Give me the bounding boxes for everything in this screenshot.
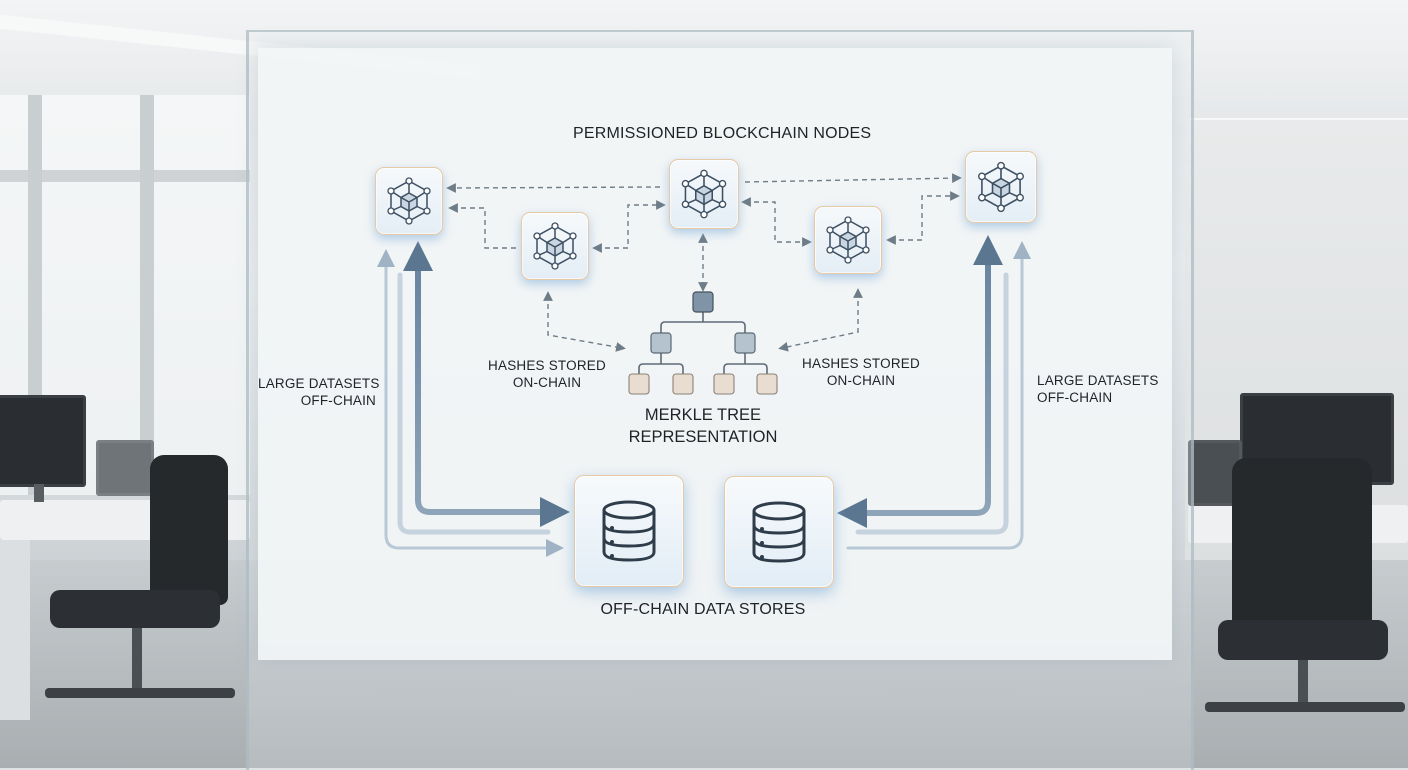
connection-arrow: [741, 197, 812, 247]
merkle-leaf: [672, 373, 694, 395]
label-line: HASHES STORED: [488, 358, 606, 373]
merkle-tree-label: MERKLE TREE REPRESENTATION: [618, 404, 788, 448]
database-icon: [752, 501, 806, 563]
diagram-title: PERMISSIONED BLOCKCHAIN NODES: [573, 125, 872, 142]
blockchain-node: [375, 167, 443, 235]
large-datasets-label-left: LARGE DATASETS OFF-CHAIN: [258, 375, 380, 409]
label-line: ON-CHAIN: [512, 375, 582, 390]
flow-pipe-outer: [397, 272, 551, 535]
blockchain-node: [669, 159, 739, 229]
office-chair-base: [45, 688, 235, 698]
flow-arrow-light: [377, 249, 564, 557]
merkle-leaf: [713, 373, 735, 395]
blockchain-node: [965, 151, 1037, 223]
label-line: REPRESENTATION: [628, 428, 778, 446]
office-chair-seat: [1218, 620, 1388, 660]
large-datasets-label-right: LARGE DATASETS OFF-CHAIN: [1037, 372, 1167, 406]
label-line: LARGE DATASETS: [258, 376, 380, 391]
blockchain-cube-icon: [978, 161, 1024, 213]
off-chain-data-stores-label: OFF-CHAIN DATA STORES: [600, 601, 806, 618]
merkle-branch: [734, 332, 756, 354]
office-chair-pole: [132, 628, 142, 688]
label-line: ON-CHAIN: [826, 373, 896, 388]
label-line: MERKLE TREE: [644, 406, 762, 424]
right-data-flow: [837, 235, 1031, 550]
monitor: [0, 395, 86, 487]
off-chain-data-store: [724, 476, 834, 588]
monitor-stand: [34, 484, 44, 502]
label-line: OFF-CHAIN: [1037, 390, 1113, 405]
flow-arrow-light: [846, 241, 1031, 550]
label-line: OFF-CHAIN: [300, 393, 376, 408]
blockchain-cube-icon: [826, 216, 870, 264]
database-icon: [602, 500, 656, 562]
blockchain-cube-icon: [533, 222, 577, 270]
desk-drawer: [0, 540, 30, 720]
window-transom: [0, 170, 250, 182]
merkle-tree: [628, 291, 778, 395]
flow-pipe-outer: [855, 272, 1009, 535]
connection-arrow: [886, 191, 960, 245]
blockchain-node: [814, 206, 882, 274]
off-chain-data-store: [574, 475, 684, 587]
merkle-branch: [650, 332, 672, 354]
hashes-stored-label-right: HASHES STORED ON-CHAIN: [801, 355, 921, 389]
connection-arrow: [744, 173, 962, 184]
hashes-stored-label-left: HASHES STORED ON-CHAIN: [487, 357, 607, 391]
office-chair: [1232, 458, 1372, 638]
connection-arrow: [592, 200, 666, 253]
merkle-leaf: [756, 373, 778, 395]
left-data-flow: [377, 241, 570, 557]
window-mullion: [140, 95, 154, 495]
blockchain-cube-icon: [681, 169, 727, 219]
flow-arrow-solid: [403, 241, 570, 527]
office-chair-pole: [1298, 660, 1308, 705]
merkle-leaf: [628, 373, 650, 395]
connection-arrow: [448, 203, 518, 249]
flow-arrow-solid: [837, 235, 1003, 528]
hash-arrow: [543, 291, 626, 352]
office-chair-base: [1205, 702, 1405, 712]
office-chair: [150, 455, 228, 605]
hash-arrow: [778, 288, 863, 352]
merkle-root: [692, 291, 714, 313]
office-chair-seat: [50, 590, 220, 628]
connection-arrow: [446, 183, 661, 193]
label-line: HASHES STORED: [802, 356, 920, 371]
blockchain-cube-icon: [387, 177, 431, 225]
blockchain-node: [521, 212, 589, 280]
label-line: LARGE DATASETS: [1037, 373, 1159, 388]
